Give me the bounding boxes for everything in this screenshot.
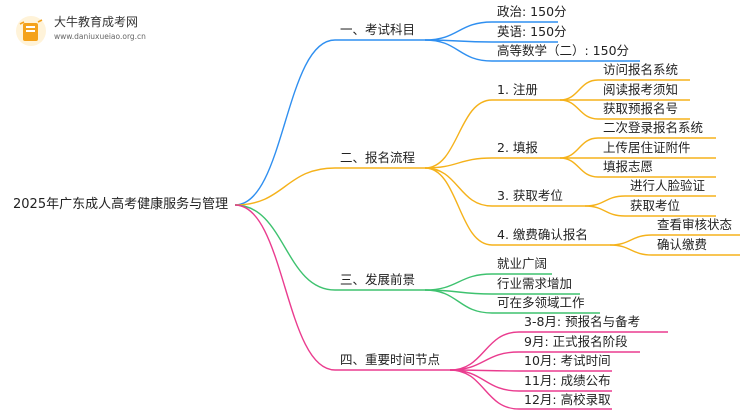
logo-title: 大牛教育成考网 [54, 15, 139, 29]
link-root-b3 [234, 204, 336, 291]
leaf-second-login: 二次登录报名系统 [603, 120, 704, 135]
leaf-visit-system: 访问报名系统 [603, 62, 679, 77]
leaf-nov: 11月: 成绩公布 [524, 373, 611, 388]
link-b4-4 [449, 369, 520, 410]
branch-key-dates: 四、重要时间节点 [340, 352, 441, 367]
link-b1-0 [424, 21, 493, 41]
leaf-english: 英语: 150分 [497, 24, 567, 39]
root-topic: 2025年广东成人高考健康服务与管理 [13, 197, 229, 212]
link-b2-step1 [424, 157, 493, 169]
leaf-oct: 10月: 考试时间 [524, 353, 611, 368]
leaf-get-seat: 获取考位 [630, 198, 681, 213]
link-b2-step0-2 [559, 99, 599, 120]
branch-prospects: 三、发展前景 [340, 272, 416, 287]
link-b2-step0 [424, 99, 493, 169]
leaf-broad-employment: 就业广阔 [497, 256, 548, 271]
leaf-mar-aug: 3-8月: 预报名与备考 [524, 314, 641, 329]
link-b2-step2-1 [584, 205, 626, 217]
leaf-read-notice: 阅读报考须知 [603, 82, 679, 97]
link-b4-3 [449, 369, 520, 392]
link-b2-step1-0 [559, 137, 599, 159]
leaf-dec: 12月: 高校录取 [524, 392, 611, 407]
link-root-b4 [234, 204, 336, 371]
link-b2-step2-0 [584, 195, 626, 207]
book-icon [16, 16, 46, 46]
leaf-sep: 9月: 正式报名阶段 [524, 334, 628, 349]
step-pay-confirm: 4. 缴费确认报名 [497, 227, 588, 242]
link-root-b1 [234, 39, 336, 206]
step-get-seat: 3. 获取考位 [497, 188, 563, 203]
link-b2-step3-0 [609, 234, 653, 246]
link-b4-1 [449, 351, 520, 371]
link-b2-step3-1 [609, 244, 653, 256]
link-b2-step3 [424, 167, 493, 246]
leaf-math: 高等数学（二）: 150分 [497, 43, 630, 58]
leaf-confirm-pay: 确认缴费 [657, 237, 708, 252]
leaf-face-verify: 进行人脸验证 [630, 178, 706, 193]
leaf-demand-increase: 行业需求增加 [497, 276, 573, 291]
leaf-upload-residence: 上传居住证附件 [603, 140, 691, 155]
link-b3-2 [424, 289, 493, 314]
leaf-politics: 政治: 150分 [497, 4, 567, 19]
step-fill: 2. 填报 [497, 140, 538, 155]
link-b1-2 [424, 39, 493, 62]
step-register: 1. 注册 [497, 82, 538, 97]
branch-exam-subjects: 一、考试科目 [340, 22, 416, 37]
link-b2-step1-2 [559, 157, 599, 178]
logo-url: www.daniuxueiao.org.cn [54, 32, 146, 41]
link-b2-step2 [424, 167, 493, 207]
leaf-check-review: 查看审核状态 [657, 217, 733, 232]
leaf-fill-preference: 填报志愿 [603, 159, 654, 174]
link-b3-0 [424, 273, 493, 291]
link-b2-step0-0 [559, 79, 599, 101]
leaf-multi-field: 可在多领域工作 [497, 295, 585, 310]
branch-registration-process: 二、报名流程 [340, 150, 416, 165]
link-root-b2 [234, 167, 336, 206]
link-b4-0 [449, 331, 520, 371]
leaf-get-prereg-no: 获取预报名号 [603, 101, 679, 116]
site-logo: 大牛教育成考网 www.daniuxueiao.org.cn [14, 12, 164, 52]
